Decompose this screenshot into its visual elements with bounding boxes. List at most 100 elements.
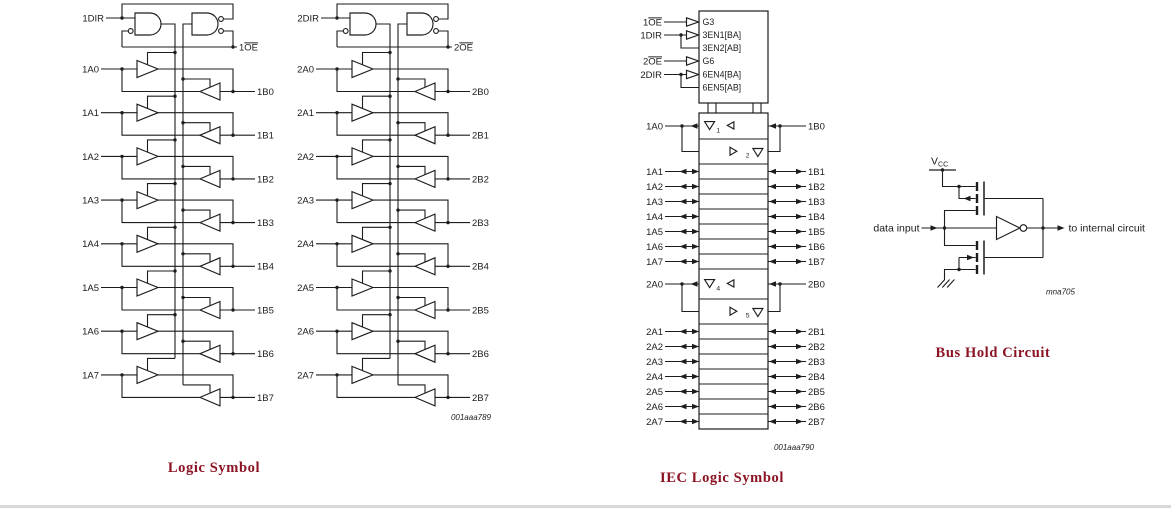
enable-tap [361, 226, 390, 240]
pmos-source-wire [941, 170, 976, 188]
enable-tap [398, 78, 426, 87]
pin-label-1A4: 1A4 [82, 239, 99, 250]
arrowhead-icon [769, 198, 776, 205]
a2b-output-wire [158, 199, 234, 223]
enable-tap [398, 384, 426, 393]
direction-left-icon [726, 278, 735, 288]
arrowhead-icon [796, 243, 803, 250]
amplification-ab-icon [751, 147, 764, 158]
pin-label-2A4: 2A4 [297, 239, 314, 250]
arrowhead-icon [796, 328, 803, 335]
direction-right-icon [729, 146, 738, 157]
control-row-label: 3EN2[AB] [703, 43, 742, 53]
rail-tap-dot [181, 339, 185, 343]
buffer-a2b-icon [136, 147, 160, 166]
arrowhead-icon [692, 243, 699, 250]
pin-label-1A5: 1A5 [646, 227, 663, 238]
arrowhead-icon [692, 358, 699, 365]
pin-label-1B2: 1B2 [808, 182, 825, 193]
arrowhead-icon [690, 281, 698, 287]
pin-label-1B5: 1B5 [257, 305, 274, 316]
a2b-output-wire [373, 68, 449, 92]
enable-tap [398, 296, 426, 306]
inverter-bubble-icon [127, 28, 134, 34]
pin-label-2B6: 2B6 [472, 349, 489, 360]
b2a-output-wire [121, 69, 200, 93]
b2a-output-wire [336, 200, 415, 224]
inverter-bubble-icon [433, 28, 439, 34]
iec-control-block [698, 10, 769, 104]
pin-label-2B0: 2B0 [808, 279, 825, 290]
enable-tap [146, 270, 175, 283]
arrowhead-icon [796, 418, 803, 425]
amplification-ab-icon [751, 307, 764, 318]
pin-label-2A7: 2A7 [646, 417, 663, 428]
arrowhead-icon [769, 328, 776, 335]
arrowhead-icon [679, 258, 687, 265]
rail-tap-dot [173, 94, 177, 98]
vcc-label: VCC [931, 156, 948, 169]
and-gate-b2a-icon [191, 12, 219, 36]
a2b-output-wire [373, 330, 449, 354]
junction-dot [335, 373, 339, 377]
buffer-a2b-icon [136, 321, 160, 341]
rail-tap-dot [388, 313, 392, 317]
enable-tap [146, 183, 175, 196]
pin-label-2B6: 2B6 [808, 402, 825, 413]
buffer-a2b-icon [351, 365, 375, 385]
pin-label-2OE: 2OE [454, 42, 473, 53]
b-bypass-wire [768, 284, 781, 313]
pin-label-2B3: 2B3 [472, 218, 489, 229]
arrowhead-icon [692, 343, 699, 350]
pin-label-2B2: 2B2 [808, 342, 825, 353]
pin-label-1DIR: 1DIR [640, 30, 662, 41]
buffer-a2b-icon [136, 103, 160, 123]
inverter-bubble-icon [433, 16, 439, 22]
enable-tap [183, 296, 211, 306]
buffer-a2b-icon [351, 278, 375, 297]
enable-tap [361, 183, 390, 196]
oe-wire [223, 30, 234, 47]
enable-tap [146, 139, 175, 152]
dependency-number: 5 [746, 313, 750, 320]
a2b-output-wire [158, 243, 234, 267]
arrowhead-icon [679, 343, 687, 350]
arrowhead-icon [769, 243, 776, 250]
bottom-divider [0, 505, 1171, 508]
oe-wire [438, 30, 449, 47]
a2b-output-wire [373, 243, 449, 267]
rail-tap-dot [173, 138, 177, 142]
enable-tap [361, 270, 390, 283]
oe-wire [121, 30, 129, 47]
arrowhead-icon [930, 225, 938, 231]
direction-right-icon [729, 306, 738, 317]
pin-label-1A0: 1A0 [82, 64, 99, 75]
figure-code-label: mna705 [1046, 288, 1075, 297]
pin-label-2B5: 2B5 [472, 305, 489, 316]
pin-label-1A3: 1A3 [82, 196, 99, 207]
pin-label-2B1: 2B1 [808, 327, 825, 338]
rail-tap-dot [181, 208, 185, 212]
a2b-output-wire [158, 155, 234, 179]
pin-label-1B1: 1B1 [808, 167, 825, 178]
arrowhead-icon [769, 228, 776, 235]
pin-label-1A5: 1A5 [82, 283, 99, 294]
pin-label-1B5: 1B5 [808, 227, 825, 238]
rail-tap-dot [181, 121, 185, 125]
polarity-indicator-icon [685, 55, 701, 67]
pin-label-1OE: 1OE [239, 42, 258, 53]
arrowhead-icon [692, 403, 699, 410]
nmos-source-wire [943, 268, 976, 280]
control-row-label: 6EN5[AB] [703, 83, 742, 93]
arrowhead-icon [796, 228, 803, 235]
enable-tap [361, 139, 390, 152]
arrowhead-icon [769, 388, 776, 395]
rail-tap-dot [396, 77, 400, 81]
b2a-output-wire [336, 287, 415, 311]
pmos-bulk-wire [958, 186, 976, 200]
arrowhead-icon [679, 228, 687, 235]
pin-label-1B3: 1B3 [257, 218, 274, 229]
